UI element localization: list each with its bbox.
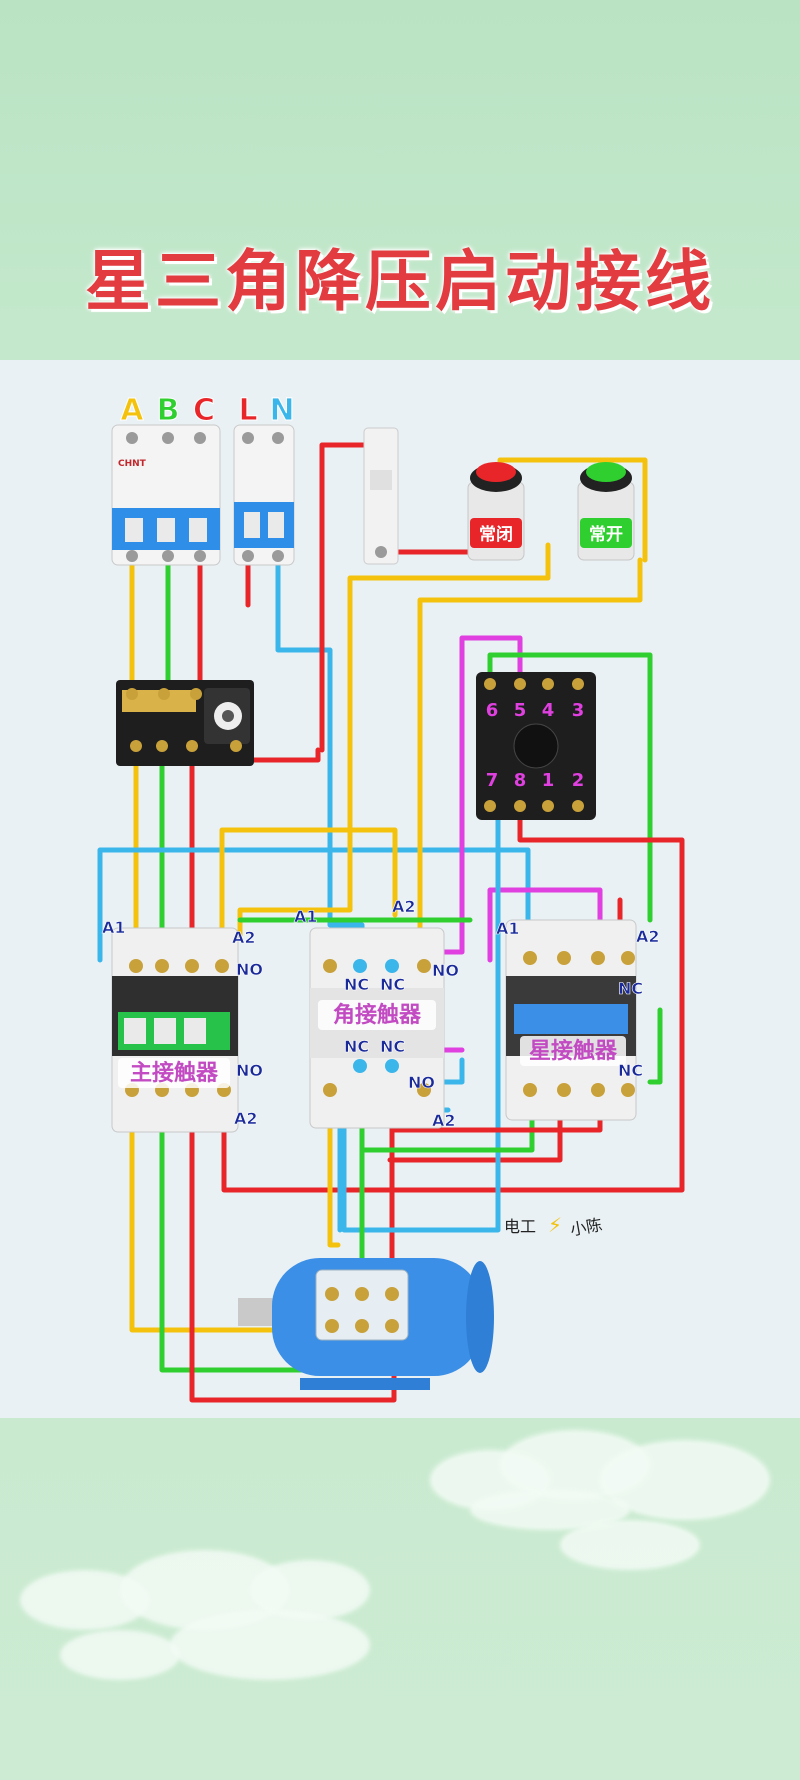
delta-nc-label: NC xyxy=(344,975,369,994)
wire-delta-cyan xyxy=(337,802,501,1233)
two-pole-breaker[interactable] xyxy=(233,424,295,566)
thermal-overload-relay[interactable] xyxy=(116,680,254,766)
page-title: 星三角降压启动接线 xyxy=(85,243,715,320)
label-l: L xyxy=(238,393,257,428)
delta-nc3-label: NC xyxy=(344,1037,369,1056)
svg-text:CHNT: CHNT xyxy=(118,459,147,469)
wire-motor-lower xyxy=(327,1079,341,1248)
pin-4: 4 xyxy=(542,700,555,721)
watermark: 电工 ⚡ 小陈 xyxy=(504,1213,604,1239)
star-contactor[interactable]: 星接触器 xyxy=(505,919,637,1121)
delta-a2b-label: A2 xyxy=(432,1111,456,1130)
label-a: A xyxy=(120,393,144,428)
wiring-diagram: A B C L N CHNT 常闭 xyxy=(97,393,685,1403)
label-n: N xyxy=(269,393,294,428)
delta-nc2-label: NC xyxy=(380,975,405,994)
delta-contactor[interactable]: 角接触器 xyxy=(309,927,445,1129)
star-a1-label: A1 xyxy=(496,919,520,938)
stop-button[interactable]: 常闭 xyxy=(467,462,525,561)
pin-8: 8 xyxy=(514,770,527,791)
main-a1-label: A1 xyxy=(102,918,126,937)
star-contactor-label: 星接触器 xyxy=(529,1038,618,1064)
start-button-label: 常开 xyxy=(589,524,623,545)
pin-5: 5 xyxy=(514,700,527,721)
pin-3: 3 xyxy=(572,700,585,721)
star-nc-label: NC xyxy=(618,979,643,998)
delta-a1-label: A1 xyxy=(294,907,318,926)
time-relay-socket[interactable]: 6 5 4 3 7 8 1 2 xyxy=(476,672,596,820)
delta-no-label: NO xyxy=(432,961,459,980)
pin-6: 6 xyxy=(486,700,499,721)
main-contactor[interactable]: 主接触器 xyxy=(111,927,239,1133)
stop-button-label: 常闭 xyxy=(479,524,513,545)
motor xyxy=(238,1258,494,1390)
delta-nc4-label: NC xyxy=(380,1037,405,1056)
diagram-panel: A B C L N CHNT 常闭 xyxy=(0,360,800,1418)
three-pole-breaker[interactable]: CHNT xyxy=(111,424,221,566)
lightning-icon: ⚡ xyxy=(548,1213,562,1237)
pin-7: 7 xyxy=(486,770,499,791)
main-no-label: NO xyxy=(236,960,263,979)
watermark-left: 电工 xyxy=(504,1217,536,1236)
wire-hold xyxy=(219,827,398,963)
main-contactor-label: 主接触器 xyxy=(130,1060,219,1086)
star-nc2-label: NC xyxy=(618,1061,643,1080)
main-no2-label: NO xyxy=(236,1061,263,1080)
label-b: B xyxy=(157,393,180,428)
delta-contactor-label: 角接触器 xyxy=(333,1002,422,1028)
start-button[interactable]: 常开 xyxy=(577,462,635,561)
main-a2b-label: A2 xyxy=(234,1109,258,1128)
main-a2-label: A2 xyxy=(232,928,256,947)
din-module xyxy=(363,427,399,565)
delta-a2-label: A2 xyxy=(392,897,416,916)
label-c: C xyxy=(193,393,215,428)
star-a2-label: A2 xyxy=(636,927,660,946)
watermark-right: 小陈 xyxy=(569,1215,604,1239)
delta-no2-label: NO xyxy=(408,1073,435,1092)
pin-1: 1 xyxy=(542,770,555,791)
pin-2: 2 xyxy=(572,770,585,791)
